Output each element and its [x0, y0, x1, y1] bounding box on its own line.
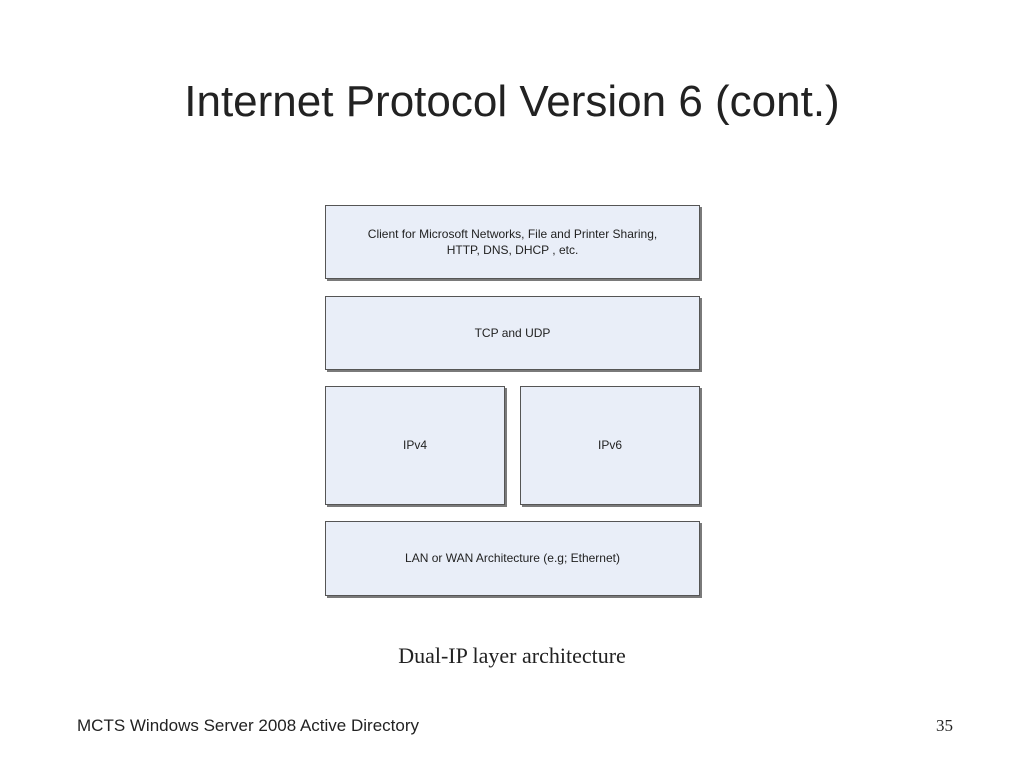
transport-layer-box: TCP and UDP	[325, 296, 700, 370]
transport-layer-label: TCP and UDP	[474, 325, 551, 340]
diagram-caption: Dual-IP layer architecture	[398, 643, 626, 668]
page-number: 35	[936, 716, 953, 735]
ipv4-layer-box: IPv4	[325, 386, 505, 505]
ipv6-layer-label: IPv6	[597, 438, 622, 453]
application-layer-box: Client for Microsoft Networks, File and …	[325, 205, 700, 279]
link-layer-box: LAN or WAN Architecture (e.g; Ethernet)	[325, 521, 700, 596]
application-layer-label: Client for Microsoft Networks, File and …	[367, 226, 658, 257]
link-layer-label: LAN or WAN Architecture (e.g; Ethernet)	[405, 551, 620, 566]
slide-title: Internet Protocol Version 6 (cont.)	[184, 77, 840, 126]
ipv4-layer-label: IPv4	[402, 438, 427, 453]
footer-course-title: MCTS Windows Server 2008 Active Director…	[77, 716, 419, 735]
ipv6-layer-box: IPv6	[520, 386, 700, 505]
